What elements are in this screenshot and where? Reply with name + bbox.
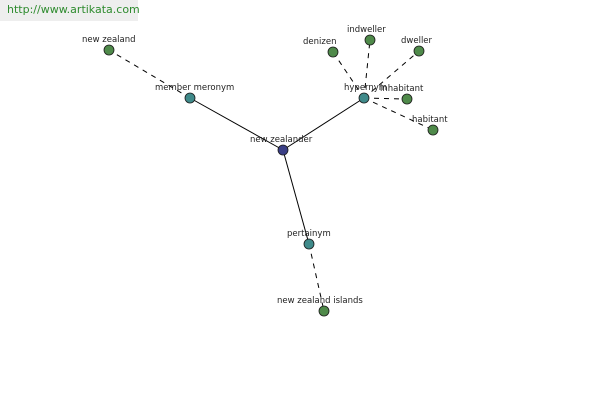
node-new-zealand-islands[interactable] <box>318 305 330 317</box>
edge-hypernym-to-dweller <box>363 50 420 99</box>
node-label-habitant: habitant <box>412 115 448 125</box>
node-denizen[interactable] <box>327 46 339 58</box>
edges-layer <box>108 39 434 312</box>
edge-pertainym-to-new-zealand-islands <box>308 243 325 312</box>
nodes-layer <box>103 34 439 317</box>
node-habitant[interactable] <box>427 124 439 136</box>
node-label-inhabitant: inhabitant <box>380 84 424 94</box>
node-dweller[interactable] <box>413 45 425 57</box>
edge-new-zealander-to-pertainym <box>282 149 310 245</box>
node-member-meronym[interactable] <box>184 92 196 104</box>
node-new-zealand[interactable] <box>103 44 115 56</box>
node-label-indweller: indweller <box>347 25 386 35</box>
labels-layer: new zealander member meronym hypernym perta… <box>82 25 448 306</box>
edge-new-zealander-to-hypernym <box>282 97 365 151</box>
node-label-new-zealand: new zealand <box>82 35 136 45</box>
node-label-hypernym: hypernym <box>344 83 387 93</box>
node-new-zealander[interactable] <box>277 144 289 156</box>
node-label-denizen: denizen <box>303 37 336 47</box>
node-indweller[interactable] <box>364 34 376 46</box>
watermark-bar: http://www.artikata.com <box>0 0 140 21</box>
node-hypernym[interactable] <box>358 92 370 104</box>
node-pertainym[interactable] <box>303 238 315 250</box>
node-label-new-zealand-islands: new zealand islands <box>277 296 363 306</box>
node-inhabitant[interactable] <box>401 93 413 105</box>
edge-hypernym-to-inhabitant <box>363 97 408 100</box>
node-label-dweller: dweller <box>401 36 433 46</box>
node-label-new-zealander: new zealander <box>250 135 313 145</box>
edge-hypernym-to-habitant <box>363 97 434 131</box>
node-label-member-meronym: member meronym <box>155 83 234 93</box>
edge-new-zealander-to-member-meronym <box>189 97 284 151</box>
node-label-pertainym: pertainym <box>287 229 331 239</box>
watermark-url: http://www.artikata.com <box>7 3 140 16</box>
